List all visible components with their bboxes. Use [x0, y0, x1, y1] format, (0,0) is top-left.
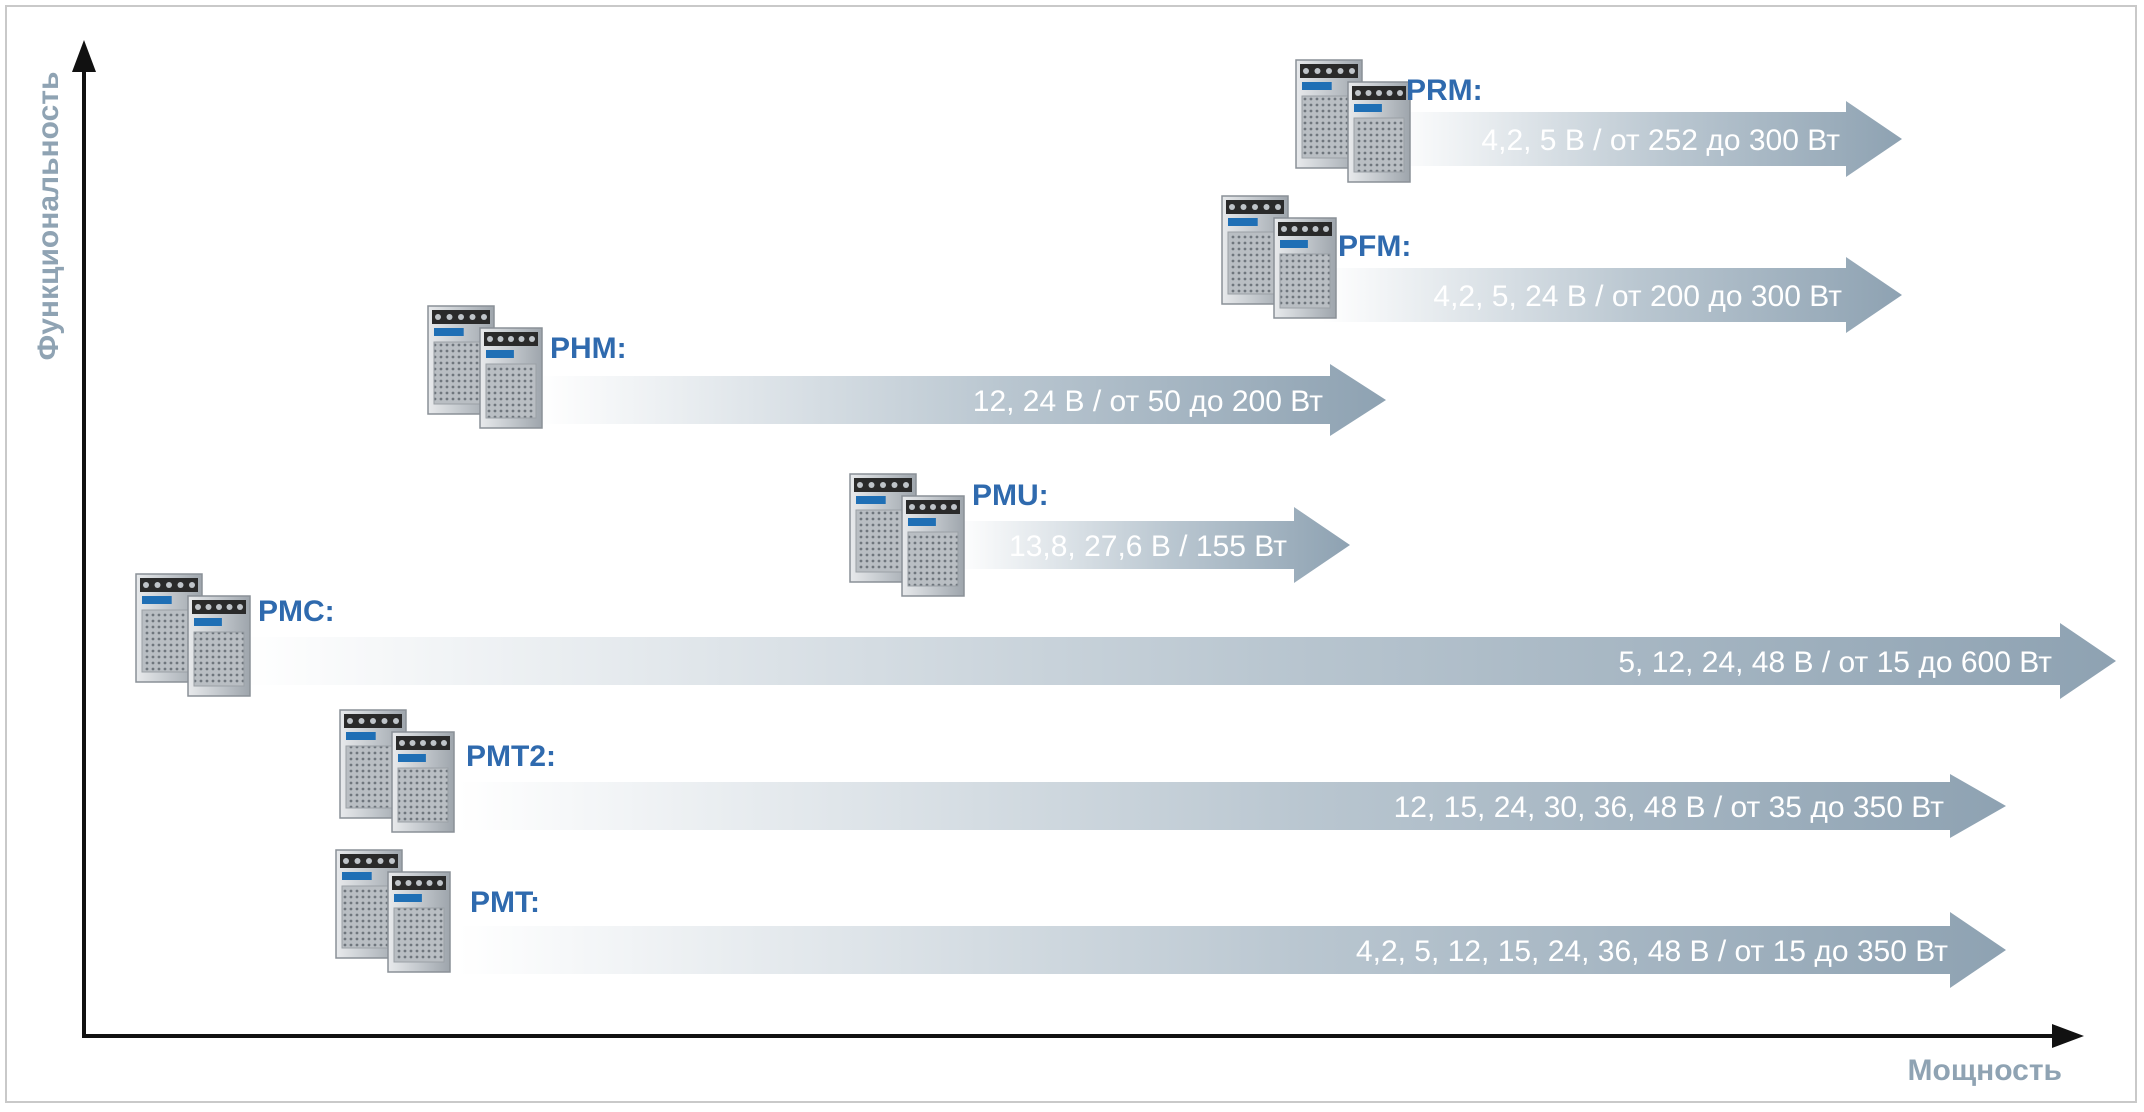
- pmt2-spec-text: 12, 15, 24, 30, 36, 48 В / от 35 до 350 …: [1394, 791, 1945, 824]
- prm-spec-text: 4,2, 5 В / от 252 до 300 Вт: [1481, 124, 1840, 157]
- pmt-series-name: PMT:: [470, 886, 540, 919]
- pfm-series-name: PFM:: [1338, 230, 1411, 263]
- pmc-unit-2: [187, 595, 251, 697]
- prm-arrow: [1392, 101, 1902, 177]
- prm-series-name: PRM:: [1406, 74, 1483, 107]
- pmc-module-image: [135, 573, 251, 697]
- prm-module-image: [1295, 59, 1411, 183]
- pfm-unit-2: [1273, 217, 1337, 319]
- pmt2-unit-2: [391, 731, 455, 833]
- pfm-spec-text: 4,2, 5, 24 В / от 200 до 300 Вт: [1433, 280, 1842, 313]
- pmt2-series-name: PMT2:: [466, 740, 556, 773]
- pmt2-module-image: [339, 709, 455, 833]
- x-axis-label: Мощность: [1908, 1054, 2063, 1087]
- axes: Функциональность Мощность: [32, 40, 2084, 1087]
- pmc-spec-text: 5, 12, 24, 48 В / от 15 до 600 Вт: [1618, 646, 2052, 679]
- pmu-series-name: PMU:: [972, 479, 1049, 512]
- series-arrows: [242, 101, 2116, 988]
- pmc-arrow: [242, 623, 2116, 699]
- prm-unit-1: [1295, 59, 1363, 169]
- phm-module-image: [427, 305, 543, 429]
- series-specs: 4,2, 5 В / от 252 до 300 Вт 4,2, 5, 24 В …: [973, 124, 2052, 968]
- y-axis-label: Функциональность: [32, 72, 65, 361]
- pmu-unit-2: [901, 495, 965, 597]
- pmu-module-image: [849, 473, 965, 597]
- phm-spec-text: 12, 24 В / от 50 до 200 Вт: [973, 385, 1323, 418]
- pmt-arrow: [458, 912, 2006, 988]
- series-names: PRM: PFM: PHM: PMU: PMC: PMT2: PMT:: [258, 74, 1483, 919]
- pfm-arrow: [1322, 257, 1902, 333]
- pmu-spec-text: 13,8, 27,6 В / 155 Вт: [1009, 530, 1287, 563]
- pmc-series-name: PMC:: [258, 595, 335, 628]
- pmt-module-image: [335, 849, 451, 973]
- prm-unit-2: [1347, 81, 1411, 183]
- pfm-module-image: [1221, 195, 1337, 319]
- diagram-frame: [5, 5, 2137, 1103]
- pmu-arrow: [956, 507, 1350, 583]
- phm-arrow: [538, 364, 1386, 436]
- phm-unit-2: [479, 327, 543, 429]
- y-axis-arrowhead: [72, 40, 96, 72]
- pmt-unit-2: [387, 871, 451, 973]
- phm-series-name: PHM:: [550, 332, 627, 365]
- pmt-spec-text: 4,2, 5, 12, 15, 24, 36, 48 В / от 15 до …: [1356, 935, 1948, 968]
- x-axis-arrowhead: [2052, 1024, 2084, 1048]
- series-modules: [135, 59, 1411, 973]
- pmt2-arrow: [458, 774, 2006, 838]
